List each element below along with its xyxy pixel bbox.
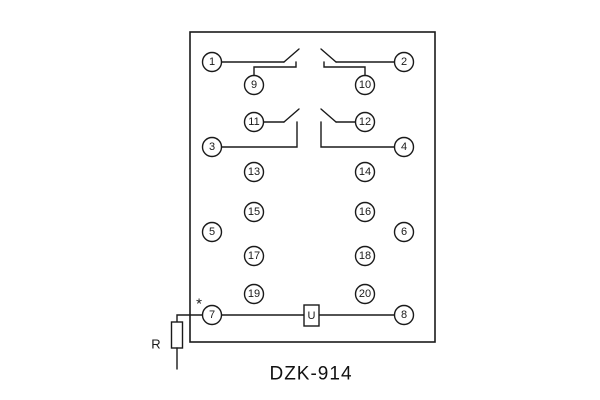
- terminal-2: 2: [393, 51, 415, 73]
- terminal-15: 15: [243, 201, 265, 223]
- terminal-4-label: 4: [401, 141, 407, 153]
- resistor-body: [170, 321, 184, 349]
- polarity-mark: *: [196, 296, 202, 313]
- terminal-18-label: 18: [359, 250, 371, 262]
- terminal-12-circle: [354, 111, 376, 133]
- relay-outline: [189, 31, 436, 343]
- terminal-11-label: 11: [248, 116, 259, 128]
- terminal-8-circle: [393, 304, 415, 326]
- terminal-13-label: 13: [248, 166, 260, 178]
- terminal-3-label: 3: [209, 141, 215, 153]
- terminal-20-circle: [354, 283, 376, 305]
- terminal-19-label: 19: [248, 288, 260, 300]
- terminal-19: 19: [243, 283, 265, 305]
- terminal-11: 11: [243, 111, 265, 133]
- terminal-20: 20: [354, 283, 376, 305]
- terminal-13: 13: [243, 161, 265, 183]
- terminal-2-label: 2: [401, 56, 407, 68]
- terminal-17-circle: [243, 245, 265, 267]
- terminal-7-label: 7: [209, 309, 215, 321]
- u-label: U: [308, 310, 316, 322]
- terminal-9: 9: [243, 74, 265, 96]
- terminal-2-circle: [393, 51, 415, 73]
- terminal-16-circle: [354, 201, 376, 223]
- terminal-16: 16: [354, 201, 376, 223]
- model-title: DZK-914: [269, 364, 352, 385]
- terminal-6: 6: [393, 221, 415, 243]
- terminal-4: 4: [393, 136, 415, 158]
- terminal-6-circle: [393, 221, 415, 243]
- terminal-17-label: 17: [248, 250, 260, 262]
- contact-group-12-4: [320, 108, 396, 148]
- terminal-10-label: 10: [359, 79, 371, 91]
- terminal-14-circle: [354, 161, 376, 183]
- terminal-17: 17: [243, 245, 265, 267]
- terminal-11-circle: [243, 111, 265, 133]
- terminal-10-circle: [354, 74, 376, 96]
- resistor-label: R: [151, 337, 160, 352]
- terminal-15-label: 15: [248, 206, 260, 218]
- terminal-19-circle: [243, 283, 265, 305]
- terminal-10: 10: [354, 74, 376, 96]
- terminal-13-circle: [243, 161, 265, 183]
- terminal-6-label: 6: [401, 226, 407, 238]
- terminal-5: 5: [201, 221, 223, 243]
- terminal-14-label: 14: [359, 166, 371, 178]
- resistor-wire-top: [176, 314, 204, 323]
- terminal-20-label: 20: [359, 288, 371, 300]
- terminal-18: 18: [354, 245, 376, 267]
- u-box: [303, 304, 320, 327]
- terminal-16-label: 16: [359, 206, 371, 218]
- terminal-8: 8: [393, 304, 415, 326]
- terminal-5-label: 5: [209, 226, 215, 238]
- terminal-1: 1: [201, 51, 223, 73]
- terminal-7-circle: [201, 304, 223, 326]
- contact-group-1-9: [220, 48, 300, 77]
- terminal-3-circle: [201, 136, 223, 158]
- terminal-9-circle: [243, 74, 265, 96]
- contact-group-2-10: [320, 48, 396, 77]
- terminal-7: 7: [201, 304, 223, 326]
- terminal-9-label: 9: [251, 79, 257, 91]
- terminal-1-circle: [201, 51, 223, 73]
- terminal-1-label: 1: [209, 56, 215, 68]
- terminal-14: 14: [354, 161, 376, 183]
- terminal-3: 3: [201, 136, 223, 158]
- contact-group-11-3: [220, 108, 300, 148]
- terminal-12: 12: [354, 111, 376, 133]
- terminal-5-circle: [201, 221, 223, 243]
- terminal-8-label: 8: [401, 309, 407, 321]
- terminal-18-circle: [354, 245, 376, 267]
- component-u: U: [303, 304, 320, 327]
- terminal-4-circle: [393, 136, 415, 158]
- resistor-branch: R: [151, 314, 204, 370]
- terminal-15-circle: [243, 201, 265, 223]
- terminal-12-label: 12: [359, 116, 371, 128]
